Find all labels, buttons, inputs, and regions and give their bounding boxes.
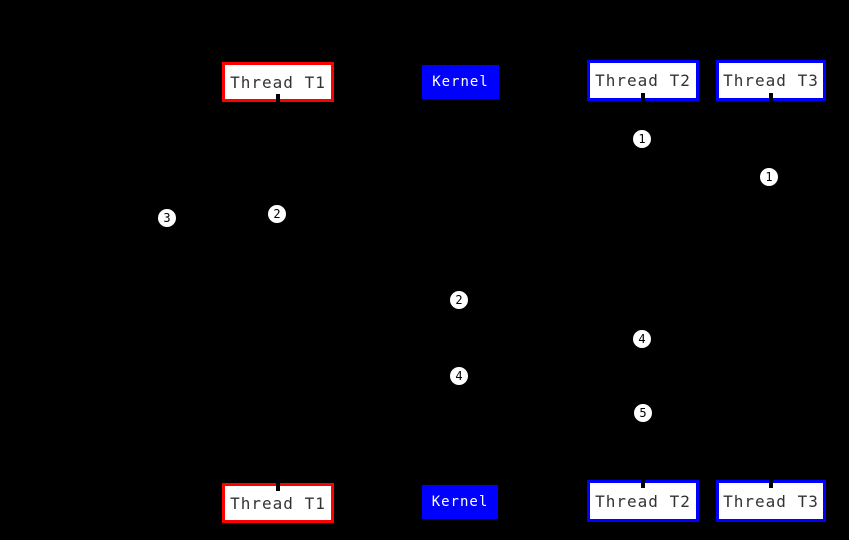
step-marker: 5 [633,403,653,423]
kernel-label: Kernel [431,494,489,510]
lifeline-notch [276,480,280,491]
thread-t1-box-top: Thread T1 [222,62,334,103]
step-marker-number: 4 [638,332,646,346]
step-marker-number: 2 [455,293,463,307]
lifeline-notch [276,94,280,103]
step-marker-number: 5 [639,406,647,420]
thread-t3-label: Thread T3 [723,491,819,511]
lifeline-notch [641,93,645,102]
step-marker: 1 [759,167,779,187]
thread-t2-box-top: Thread T2 [587,60,699,102]
thread-t3-box-bottom: Thread T3 [716,477,826,522]
step-marker-number: 1 [638,132,646,146]
thread-t1-label: Thread T1 [230,72,326,92]
step-marker: 4 [632,329,652,349]
lifeline-notch [769,477,773,488]
step-marker: 2 [267,204,287,224]
thread-t3-box-top: Thread T3 [716,60,826,102]
thread-t1-box-bottom: Thread T1 [222,480,334,523]
step-marker-number: 3 [163,211,171,225]
step-marker: 1 [632,129,652,149]
thread-t3-label: Thread T3 [723,71,819,90]
step-marker-number: 2 [273,207,281,221]
step-marker: 2 [449,290,469,310]
step-marker-number: 1 [765,170,773,184]
thread-t1-label: Thread T1 [230,493,326,513]
step-marker-number: 4 [455,369,463,383]
lifeline-notch [641,477,645,488]
kernel-box-bottom: Kernel [422,485,498,519]
thread-t2-label: Thread T2 [595,71,691,90]
step-marker: 3 [157,208,177,228]
kernel-box-top: Kernel [422,65,499,99]
thread-t2-label: Thread T2 [595,491,691,511]
kernel-label: Kernel [432,74,489,90]
thread-t2-box-bottom: Thread T2 [587,477,699,522]
step-marker: 4 [449,366,469,386]
lifeline-notch [769,93,773,102]
